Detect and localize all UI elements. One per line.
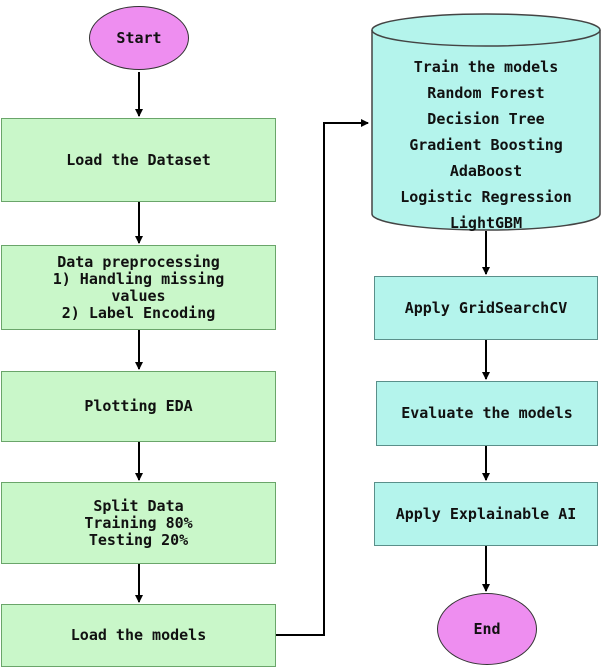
split-line-1: Split Data [93, 496, 184, 515]
end-terminal: End [437, 593, 537, 665]
train-line-1: Train the models [413, 58, 559, 76]
preprocessing-line-4: 2) Label Encoding [61, 303, 216, 322]
gridsearch-box: Apply GridSearchCV [374, 276, 598, 340]
arrow-loadmodels-to-train [276, 119, 369, 636]
train-line-2: Random Forest [427, 84, 545, 102]
train-line-5: AdaBoost [449, 162, 523, 180]
train-line-7: LightGBM [449, 214, 523, 232]
evaluate-label: Evaluate the models [401, 404, 573, 422]
train-models-cylinder [371, 13, 601, 231]
preprocessing-line-3: values [111, 286, 166, 305]
start-label: Start [116, 28, 162, 47]
split-data-box: Split Data Training 80% Testing 20% [1, 482, 276, 564]
start-terminal: Start [89, 6, 189, 70]
preprocessing-line-2: 1) Handling missing [52, 269, 225, 288]
explainable-label: Apply Explainable AI [395, 504, 577, 523]
train-line-6: Logistic Regression [400, 188, 572, 206]
split-line-3: Testing 20% [88, 530, 189, 549]
load-dataset-box: Load the Dataset [1, 118, 276, 202]
gridsearch-label: Apply GridSearchCV [404, 298, 568, 317]
train-line-4: Gradient Boosting [409, 136, 563, 154]
plotting-eda-label: Plotting EDA [84, 397, 193, 415]
preprocessing-box: Data preprocessing 1) Handling missing v… [1, 245, 276, 330]
plotting-eda-box: Plotting EDA [1, 371, 276, 442]
load-dataset-label: Load the Dataset [66, 150, 211, 169]
preprocessing-line-1: Data preprocessing [57, 252, 220, 271]
end-label: End [473, 619, 501, 638]
load-models-box: Load the models [1, 604, 276, 667]
train-line-3: Decision Tree [427, 110, 545, 128]
train-models-text: Train the models Random Forest Decision … [372, 54, 600, 236]
load-models-label: Load the models [70, 626, 207, 644]
split-line-2: Training 80% [84, 513, 193, 532]
evaluate-box: Evaluate the models [376, 381, 598, 446]
explainable-box: Apply Explainable AI [374, 482, 598, 546]
